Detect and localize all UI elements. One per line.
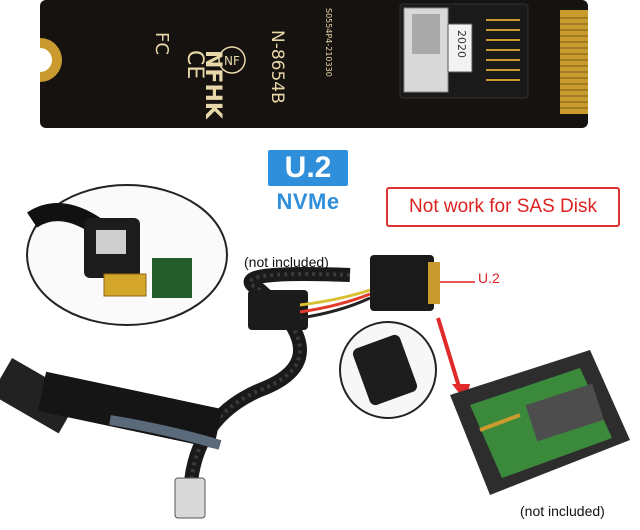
- drive-enclosure: [450, 350, 630, 495]
- power-wires: [299, 288, 371, 320]
- connector-pins: [486, 19, 520, 81]
- enclosure-not-included-note: (not included): [520, 503, 605, 519]
- connector-date-text: 2020: [455, 30, 468, 58]
- cable-assembly: [0, 255, 630, 519]
- svg-text:FC: FC: [151, 32, 172, 55]
- badge-u2-text: U.2: [268, 150, 348, 186]
- m2-adapter-board: CE FC NFHK NF N-8654B S0554P4-210330 202…: [0, 0, 588, 128]
- warning-box: Not work for SAS Disk: [386, 187, 620, 227]
- board-brand-text: NFHK: [200, 50, 225, 120]
- board-serial-text: S0554P4-210330: [324, 8, 333, 77]
- gold-edge-connector: [560, 10, 588, 114]
- badge-nvme-text: NVMe: [276, 189, 340, 214]
- red-arrow-icon: [436, 317, 462, 391]
- sff8654-plug: [174, 477, 206, 519]
- edge-fingers: [560, 17, 588, 109]
- fcc-mark-icon: FC: [151, 32, 172, 55]
- sata-power-connector: [248, 290, 308, 330]
- cable-not-included-note: (not included): [244, 254, 329, 270]
- connector-zoom-inset: [26, 184, 228, 326]
- nf-logo-icon: NF: [218, 46, 246, 74]
- ce-mark-icon: CE: [182, 50, 207, 79]
- u2-nvme-badge: U.2 NVMe: [262, 150, 354, 222]
- svg-text:NF: NF: [224, 54, 240, 68]
- board-model-text: N-8654B: [267, 30, 287, 104]
- u2-connector: [370, 255, 434, 311]
- svg-text:CE: CE: [182, 50, 207, 79]
- adapter-in-use: [0, 357, 223, 450]
- u2-callout-label: U.2: [478, 270, 500, 286]
